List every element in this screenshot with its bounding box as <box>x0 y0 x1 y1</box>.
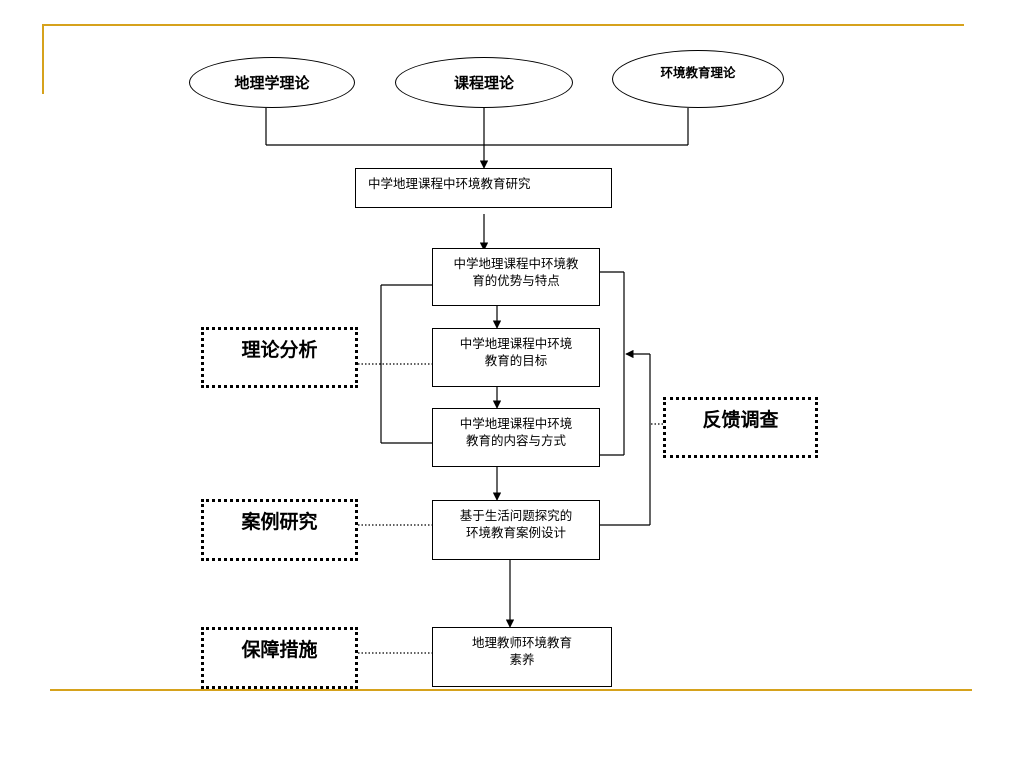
step-advantages-line-2: 育的优势与特点 <box>472 273 560 288</box>
left-rule <box>42 24 44 94</box>
label-case-study-text: 案例研究 <box>241 511 318 533</box>
research-title: 中学地理课程中环境教育研究 <box>368 176 531 191</box>
step-goals: 中学地理课程中环境 教育的目标 <box>432 328 600 387</box>
label-safeguard-text: 保障措施 <box>241 639 318 661</box>
theory-geography-label: 地理学理论 <box>234 74 310 92</box>
theory-environmental-education-label: 环境教育理论 <box>660 64 736 80</box>
step-advantages: 中学地理课程中环境教 育的优势与特点 <box>432 248 600 306</box>
research-title-box: 中学地理课程中环境教育研究 <box>355 168 612 208</box>
label-case-study: 案例研究 <box>201 499 358 561</box>
step-advantages-line-1: 中学地理课程中环境教 <box>453 256 579 271</box>
theory-geography: 地理学理论 <box>189 57 355 108</box>
step-content-line-1: 中学地理课程中环境 <box>459 416 573 431</box>
step-content-line-2: 教育的内容与方式 <box>465 433 566 448</box>
label-feedback-survey: 反馈调查 <box>663 397 818 458</box>
theory-curriculum: 课程理论 <box>395 57 573 108</box>
label-theory-analysis-text: 理论分析 <box>241 339 318 361</box>
top-rule <box>42 24 964 26</box>
step-teacher-literacy-line-2: 素养 <box>509 652 535 667</box>
bottom-rule <box>50 689 972 691</box>
step-content: 中学地理课程中环境 教育的内容与方式 <box>432 408 600 467</box>
step-goals-line-1: 中学地理课程中环境 <box>459 336 573 351</box>
label-theory-analysis: 理论分析 <box>201 327 358 388</box>
theory-curriculum-label: 课程理论 <box>453 74 514 92</box>
step-teacher-literacy-line-1: 地理教师环境教育 <box>471 635 572 650</box>
step-case-design-line-2: 环境教育案例设计 <box>465 525 566 540</box>
step-case-design: 基于生活问题探究的 环境教育案例设计 <box>432 500 600 560</box>
label-feedback-survey-text: 反馈调查 <box>702 409 779 431</box>
step-goals-line-2: 教育的目标 <box>484 353 548 368</box>
step-case-design-line-1: 基于生活问题探究的 <box>459 508 573 523</box>
step-teacher-literacy: 地理教师环境教育 素养 <box>432 627 612 687</box>
theory-environmental-education: 环境教育理论 <box>612 50 784 108</box>
label-safeguard: 保障措施 <box>201 627 358 689</box>
